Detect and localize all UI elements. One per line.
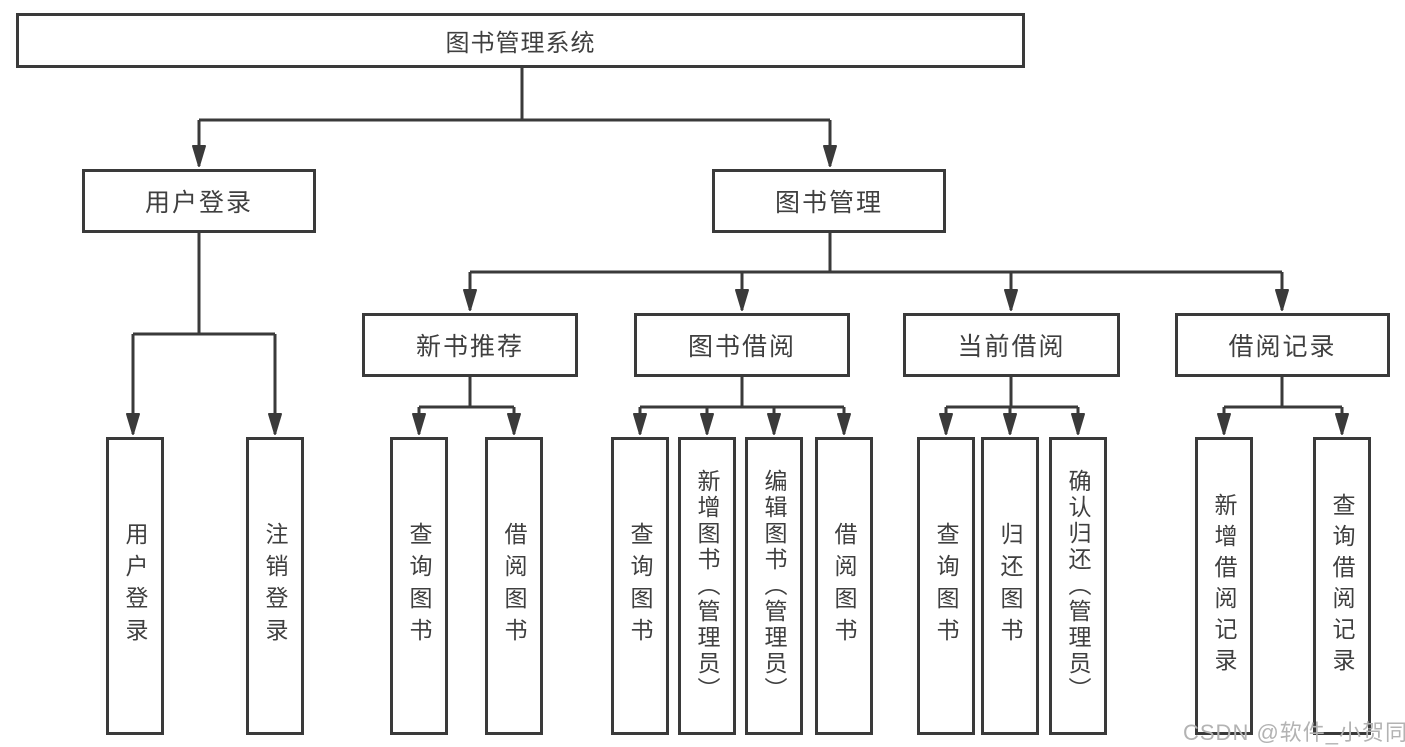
leaf-records-add-label: 新增借阅记录 [1211,493,1237,679]
node-new-book-rec: 新书推荐 [362,313,578,377]
leaf-current-confirm-admin: 确认归还（管理员） [1049,437,1107,735]
node-root-label: 图书管理系统 [445,30,596,57]
leaf-current-return: 归还图书 [981,437,1039,735]
node-current-borrow: 当前借阅 [903,313,1120,377]
leaf-current-query-label: 查询图书 [933,522,959,650]
leaf-logout: 注销登录 [246,437,304,735]
leaf-current-return-label: 归还图书 [997,522,1023,650]
leaf-newbook-query-label: 查询图书 [406,522,432,650]
node-book-borrow: 图书借阅 [634,313,850,377]
node-book-borrow-label: 图书借阅 [687,333,796,361]
node-root: 图书管理系统 [16,13,1025,68]
leaf-borrow-book: 借阅图书 [815,437,873,735]
connector-book-mgmt-to-level3 [463,233,1289,311]
connector-new-book-children [412,377,521,435]
leaf-borrow-edit-admin-label: 编辑图书（管理员） [761,469,787,703]
leaf-current-query: 查询图书 [917,437,975,735]
connector-root-to-level2 [192,68,837,167]
leaf-current-confirm-admin-label: 确认归还（管理员） [1065,469,1091,703]
leaf-borrow-query-label: 查询图书 [627,522,653,650]
leaf-records-query-label: 查询借阅记录 [1329,493,1355,679]
node-new-book-rec-label: 新书推荐 [415,333,524,361]
leaf-user-login-label: 用户登录 [122,522,148,650]
leaf-logout-label: 注销登录 [262,522,288,650]
node-borrow-records-label: 借阅记录 [1228,333,1337,361]
leaf-borrow-book-label: 借阅图书 [831,522,857,650]
leaf-records-query: 查询借阅记录 [1313,437,1371,735]
connector-current-borrow-children [939,377,1085,435]
leaf-newbook-query: 查询图书 [390,437,448,735]
leaf-user-login: 用户登录 [106,437,164,735]
leaf-borrow-add-admin: 新增图书（管理员） [678,437,736,735]
node-book-mgmt: 图书管理 [712,169,946,233]
node-user-login-label: 用户登录 [144,189,253,217]
leaf-borrow-edit-admin: 编辑图书（管理员） [745,437,803,735]
connector-user-login-children [126,233,282,435]
node-current-borrow-label: 当前借阅 [957,333,1066,361]
watermark: CSDN @软件_小贺同学 [1183,720,1405,745]
leaf-borrow-query: 查询图书 [611,437,669,735]
node-book-mgmt-label: 图书管理 [774,189,883,217]
node-borrow-records: 借阅记录 [1175,313,1390,377]
leaf-borrow-add-admin-label: 新增图书（管理员） [694,469,720,703]
leaf-newbook-borrow-label: 借阅图书 [501,522,527,650]
connector-borrow-records-children [1217,377,1349,435]
node-user-login: 用户登录 [82,169,316,233]
leaf-records-add: 新增借阅记录 [1195,437,1253,735]
connector-book-borrow-children [633,377,851,435]
leaf-newbook-borrow: 借阅图书 [485,437,543,735]
